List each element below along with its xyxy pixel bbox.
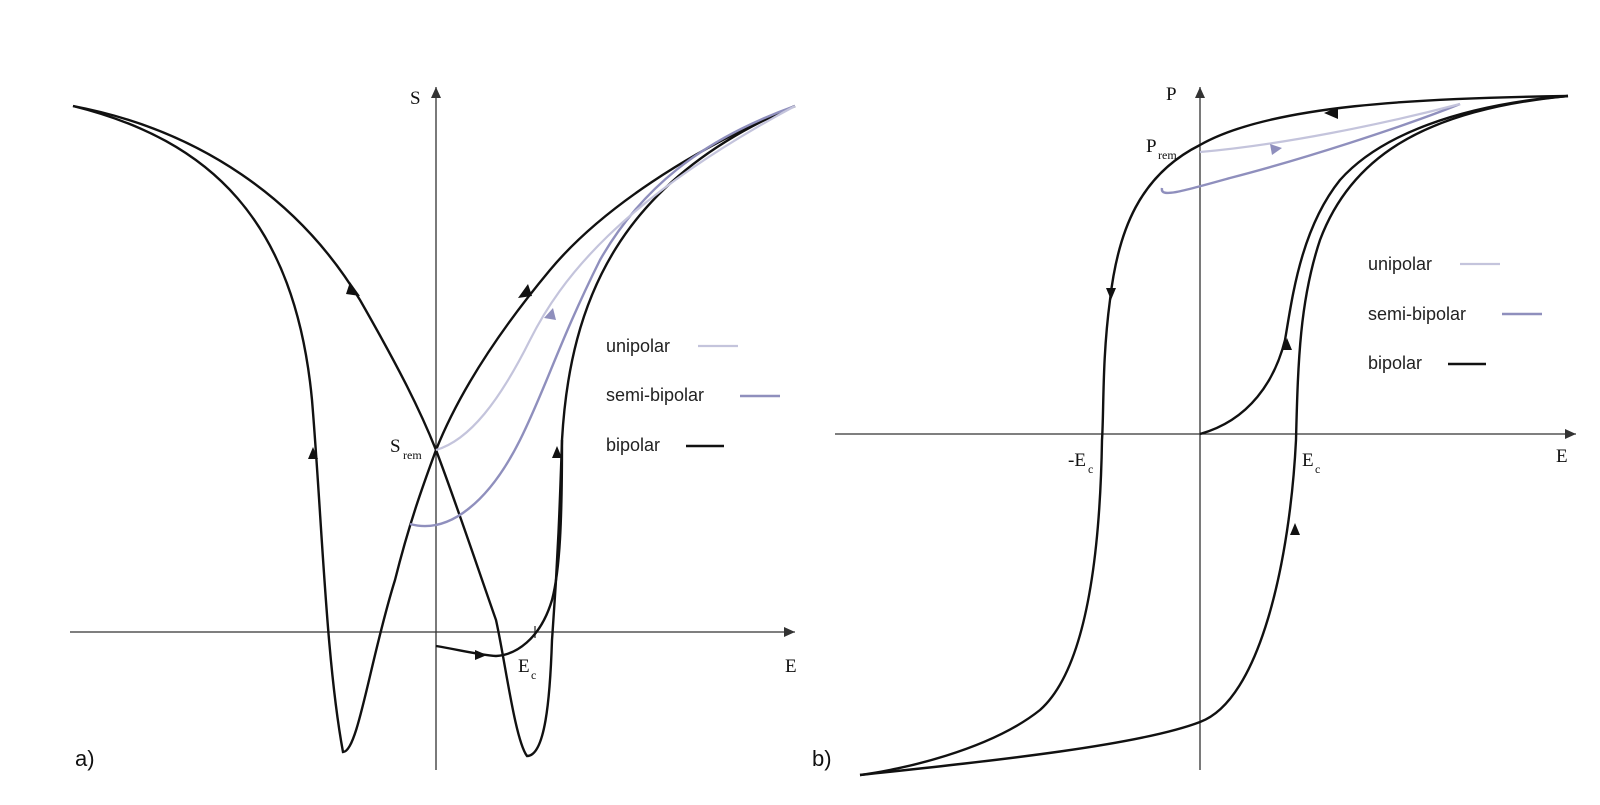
semi-bipolar-curve-a <box>409 104 796 528</box>
legend-a: unipolar semi-bipolar bipolar <box>606 336 780 455</box>
svg-text:E: E <box>518 656 530 677</box>
legend-b-bipolar-label: bipolar <box>1368 353 1422 373</box>
svg-text:-E: -E <box>1068 450 1086 471</box>
arrowhead-a-semi <box>544 308 556 320</box>
arrowhead-a-right-down <box>518 284 532 298</box>
semi-bipolar-curve-b <box>1160 102 1461 195</box>
panel-b-remanent-label: P rem <box>1146 136 1177 162</box>
panel-a-remanent-label: S rem <box>390 436 422 462</box>
panel-b: P E P rem -E c E c b) unipolar semi-bipo… <box>812 84 1576 777</box>
panel-b-x-axis-label: E <box>1556 446 1568 467</box>
svg-text:S: S <box>390 436 401 457</box>
panel-b-y-axis-label: P <box>1166 84 1177 105</box>
svg-text:rem: rem <box>1158 148 1177 162</box>
bipolar-left-descending-branch <box>72 104 796 758</box>
arrowhead-b-left-down <box>1106 288 1116 300</box>
svg-text:P: P <box>1146 136 1157 157</box>
bipolar-lower-branch <box>859 94 1569 777</box>
panel-a: S E S rem E c a) unipolar semi-bipolar b… <box>70 87 797 771</box>
unipolar-curve-b <box>1199 102 1461 154</box>
panel-a-label: a) <box>75 746 95 771</box>
panel-b-coercive-label: E c <box>1302 450 1320 476</box>
legend-a-semi-label: semi-bipolar <box>606 385 704 405</box>
panel-a-x-axis-label: E <box>785 656 797 677</box>
svg-text:c: c <box>1315 462 1320 476</box>
panel-a-coercive-label: E c <box>518 656 536 682</box>
arrowhead-b-top <box>1324 107 1338 119</box>
svg-text:E: E <box>1302 450 1314 471</box>
arrowhead-b-semi <box>1270 144 1282 155</box>
arrowhead-b-initial-up <box>1282 338 1292 350</box>
svg-text:rem: rem <box>403 448 422 462</box>
arrowhead-b-right-up <box>1290 523 1300 535</box>
arrowhead-a-left-up <box>308 447 318 459</box>
legend-b: unipolar semi-bipolar bipolar <box>1368 254 1542 373</box>
legend-a-bipolar-label: bipolar <box>606 435 660 455</box>
svg-text:c: c <box>1088 462 1093 476</box>
arrowhead-a-right-up <box>552 446 562 458</box>
arrowhead-a-initial <box>475 650 487 660</box>
panel-a-y-axis-label: S <box>410 88 421 109</box>
legend-b-unipolar-label: unipolar <box>1368 254 1432 274</box>
bipolar-left-outer-branch <box>72 104 438 754</box>
unipolar-curve-a <box>435 105 796 452</box>
bipolar-initial-curve <box>435 439 564 658</box>
legend-a-unipolar-label: unipolar <box>606 336 670 356</box>
bipolar-initial-curve-b <box>1199 94 1569 436</box>
legend-b-semi-label: semi-bipolar <box>1368 304 1466 324</box>
panel-b-label: b) <box>812 746 832 771</box>
svg-text:c: c <box>531 668 536 682</box>
panel-b-neg-coercive-label: -E c <box>1068 450 1093 476</box>
arrowhead-a-left-down <box>346 282 360 296</box>
bipolar-upper-branch <box>859 94 1569 777</box>
